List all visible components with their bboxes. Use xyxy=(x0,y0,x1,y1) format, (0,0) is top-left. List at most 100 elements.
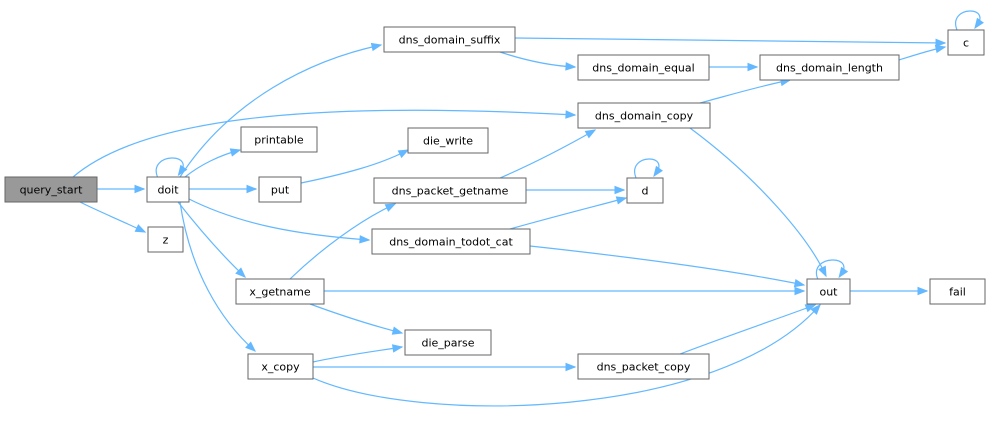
arrowhead xyxy=(134,224,147,233)
arrowhead xyxy=(229,148,242,157)
arrowhead xyxy=(397,149,410,159)
arrowhead xyxy=(917,286,929,296)
arrowhead xyxy=(935,38,947,48)
node-c[interactable]: c xyxy=(947,29,985,56)
node-label: x_getname xyxy=(249,286,311,299)
edge-doit-to-dns-domain-todot-cat xyxy=(186,197,371,244)
node-label: d xyxy=(642,185,649,198)
arrowhead xyxy=(653,165,663,178)
edge-x-copy-to-die-parse xyxy=(312,344,404,363)
node-label: dns_domain_copy xyxy=(595,110,694,123)
arrowhead xyxy=(235,267,246,278)
node-box xyxy=(626,177,664,204)
node-query-start[interactable]: query_start xyxy=(4,176,98,203)
node-label: z xyxy=(163,234,169,247)
node-label: dns_packet_getname xyxy=(392,185,509,198)
edge-line xyxy=(79,201,146,233)
node-box xyxy=(577,353,710,380)
arrowhead xyxy=(974,17,984,30)
node-label: dns_domain_equal xyxy=(592,62,694,75)
node-x-getname[interactable]: x_getname xyxy=(235,278,325,305)
node-dns-domain-todot-cat[interactable]: dns_domain_todot_cat xyxy=(371,228,531,255)
node-doit[interactable]: doit xyxy=(146,176,190,203)
arrowhead xyxy=(818,265,827,278)
arrowhead xyxy=(804,304,817,313)
node-fail[interactable]: fail xyxy=(929,278,986,305)
node-box xyxy=(4,176,98,203)
edge-doit-to-put xyxy=(189,184,258,194)
node-box xyxy=(947,29,985,56)
edge-dns-domain-length-to-c xyxy=(898,44,947,61)
edge-line xyxy=(499,51,576,68)
node-box xyxy=(929,278,986,305)
arrowhead xyxy=(384,203,397,212)
node-label: x_copy xyxy=(261,361,300,374)
edge-x-getname-to-out xyxy=(324,286,806,296)
node-box xyxy=(383,26,516,53)
edge-line xyxy=(179,44,382,178)
edge-line xyxy=(72,109,576,178)
edge-dns-domain-copy-to-dns-domain-length xyxy=(699,77,792,104)
edge-doit-to-printable xyxy=(184,148,242,178)
node-label: dns_domain_suffix xyxy=(399,34,501,47)
node-label: dns_packet_copy xyxy=(597,361,691,374)
edge-line xyxy=(509,197,627,230)
edge-put-to-die-write xyxy=(300,149,410,184)
node-label: die_parse xyxy=(421,337,474,350)
edge-x-getname-to-dns-packet-getname xyxy=(289,203,397,280)
edge-line xyxy=(312,304,821,407)
node-label: die_write xyxy=(423,135,473,148)
node-box xyxy=(240,126,318,153)
node-box xyxy=(404,329,492,356)
node-box xyxy=(407,127,489,154)
node-label: query_start xyxy=(20,184,84,197)
edge-query-start-to-dns-domain-copy xyxy=(72,109,577,178)
node-dns-domain-equal[interactable]: dns_domain_equal xyxy=(577,54,710,81)
node-die-write[interactable]: die_write xyxy=(407,127,489,154)
node-dns-packet-getname[interactable]: dns_packet_getname xyxy=(373,177,527,204)
arrowhead xyxy=(614,185,626,195)
edge-dns-domain-copy-to-out xyxy=(689,127,827,278)
edge-line xyxy=(300,149,409,184)
edge-x-copy-to-dns-packet-copy xyxy=(313,362,577,372)
node-x-copy[interactable]: x_copy xyxy=(247,353,314,380)
arrowhead xyxy=(793,278,806,288)
node-z[interactable]: z xyxy=(147,226,184,253)
node-label: out xyxy=(819,286,838,299)
node-box xyxy=(577,54,710,81)
edge-line xyxy=(312,346,403,363)
edge-line xyxy=(499,129,596,179)
node-box xyxy=(806,278,851,305)
edge-line xyxy=(699,79,791,104)
node-dns-domain-suffix[interactable]: dns_domain_suffix xyxy=(383,26,516,53)
node-d[interactable]: d xyxy=(626,177,664,204)
edge-dns-domain-equal-to-dns-domain-length xyxy=(709,62,759,72)
node-box xyxy=(146,176,190,203)
node-dns-domain-copy[interactable]: dns_domain_copy xyxy=(577,102,711,129)
node-out[interactable]: out xyxy=(806,278,851,305)
edge-line xyxy=(309,303,403,334)
edge-x-getname-to-die-parse xyxy=(309,303,404,335)
edge-doit-to-dns-domain-suffix xyxy=(179,42,383,178)
edge-x-copy-to-out xyxy=(312,303,821,407)
node-box xyxy=(147,226,184,253)
node-die-parse[interactable]: die_parse xyxy=(404,329,492,356)
node-label: doit xyxy=(157,184,179,197)
node-label: put xyxy=(271,184,290,197)
node-box xyxy=(258,176,302,203)
arrowhead xyxy=(934,44,947,54)
node-dns-domain-length[interactable]: dns_domain_length xyxy=(759,54,900,81)
node-dns-packet-copy[interactable]: dns_packet_copy xyxy=(577,353,710,380)
edge-line xyxy=(289,203,396,280)
edge-query-start-to-z xyxy=(79,201,147,233)
node-printable[interactable]: printable xyxy=(240,126,318,153)
edge-dns-domain-todot-cat-to-d xyxy=(509,196,628,230)
node-put[interactable]: put xyxy=(258,176,302,203)
edge-dns-packet-getname-to-d xyxy=(526,185,626,195)
arrowhead xyxy=(245,341,257,352)
edge-dns-domain-suffix-to-dns-domain-equal xyxy=(499,51,577,71)
arrowhead xyxy=(794,286,806,296)
node-label: dns_domain_todot_cat xyxy=(389,236,513,249)
arrowhead xyxy=(838,266,849,279)
